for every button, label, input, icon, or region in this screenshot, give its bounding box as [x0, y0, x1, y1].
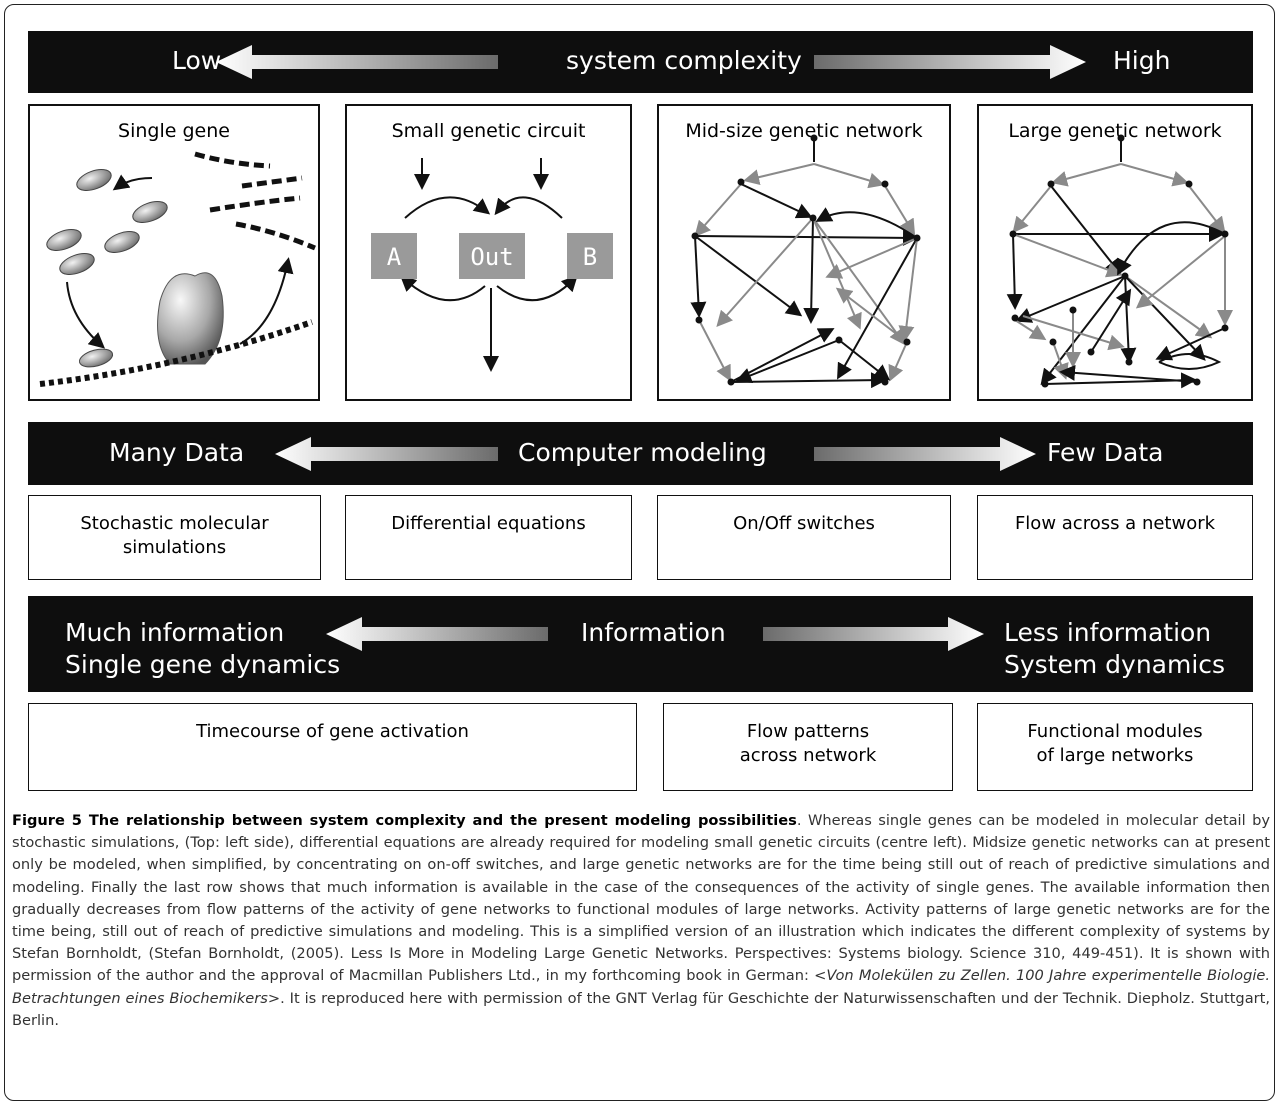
info-label: Functional modules of large networks — [1027, 721, 1203, 767]
panel-title: Mid-size genetic network — [685, 120, 923, 142]
gene-box-out — [459, 233, 525, 279]
method-box-stochastic: Stochastic molecular simulations — [28, 495, 321, 580]
caption-book-title: <Von Molekülen zu Zellen. 100 Jahre expe… — [12, 967, 1271, 1007]
figure-frame — [4, 4, 1275, 1101]
left-arrow-icon — [275, 437, 498, 471]
band1-center-label: system complexity — [566, 46, 802, 75]
panel-single-gene: Single gene — [28, 104, 320, 401]
band1-arrows — [216, 45, 1086, 79]
left-arrow-icon — [326, 617, 548, 651]
band2-left-label: Many Data — [109, 438, 245, 467]
caption-text-2: . It is reproduced here with permission … — [12, 989, 1270, 1029]
gene-box-a — [371, 233, 417, 279]
mid-network-illustration — [690, 134, 921, 389]
large-network-illustration — [1006, 134, 1233, 389]
right-arrow-icon — [763, 617, 984, 651]
method-box-onoff: On/Off switches — [657, 495, 951, 580]
band-information: Much information Single gene dynamics In… — [28, 596, 1253, 692]
band1-left-label: Low — [172, 46, 222, 75]
panel-large-network: Large genetic network — [977, 104, 1253, 401]
band-computer-modeling: Many Data Computer modeling Few Data — [28, 422, 1253, 485]
info-box-flow-patterns: Flow patterns across network — [663, 703, 953, 791]
info-box-timecourse: Timecourse of gene activation — [28, 703, 637, 791]
single-gene-illustration — [39, 151, 316, 387]
band-system-complexity: Low system complexity High — [28, 31, 1253, 93]
panel-small-circuit: Small genetic circuit A Out B — [345, 104, 632, 401]
panel-mid-network: Mid-size genetic network — [657, 104, 951, 401]
caption-text-1: . Whereas single genes can be modeled in… — [12, 812, 1270, 985]
info-label: Flow patterns across network — [739, 721, 877, 767]
band3-left-line1: Much information — [65, 618, 285, 647]
gene-box-a-label: A — [387, 243, 402, 271]
right-arrow-icon — [814, 45, 1086, 79]
gene-box-b-label: B — [583, 243, 597, 271]
band3-arrows — [326, 617, 984, 651]
band3-right-line1: Less information — [1004, 618, 1212, 647]
info-label: Timecourse of gene activation — [196, 721, 469, 742]
method-label: Differential equations — [391, 513, 586, 534]
band3-right-line2: System dynamics — [1004, 650, 1226, 679]
gene-box-out-label: Out — [470, 243, 513, 271]
small-circuit-illustration: A Out B — [371, 158, 613, 372]
panel-title: Large genetic network — [1008, 120, 1222, 142]
band1-right-label: High — [1113, 46, 1171, 75]
panel-title: Small genetic circuit — [391, 120, 586, 142]
band3-center-label: Information — [581, 618, 726, 647]
method-label: On/Off switches — [733, 513, 875, 534]
band2-arrows — [275, 437, 1036, 471]
band2-right-label: Few Data — [1047, 438, 1164, 467]
band2-center-label: Computer modeling — [518, 438, 767, 467]
figure-caption: Figure 5 The relationship between system… — [12, 810, 1270, 1032]
method-box-flow: Flow across a network — [977, 495, 1253, 580]
method-label: Flow across a network — [1014, 513, 1216, 534]
panel-title: Single gene — [118, 120, 230, 142]
method-label: Stochastic molecular simulations — [80, 513, 269, 559]
left-arrow-icon — [216, 45, 498, 79]
gene-box-b — [567, 233, 613, 279]
right-arrow-icon — [814, 437, 1036, 471]
method-box-differential: Differential equations — [345, 495, 632, 580]
info-box-functional-modules: Functional modules of large networks — [977, 703, 1253, 791]
band3-left-line2: Single gene dynamics — [65, 650, 341, 679]
caption-label: Figure 5 The relationship between system… — [12, 812, 797, 829]
